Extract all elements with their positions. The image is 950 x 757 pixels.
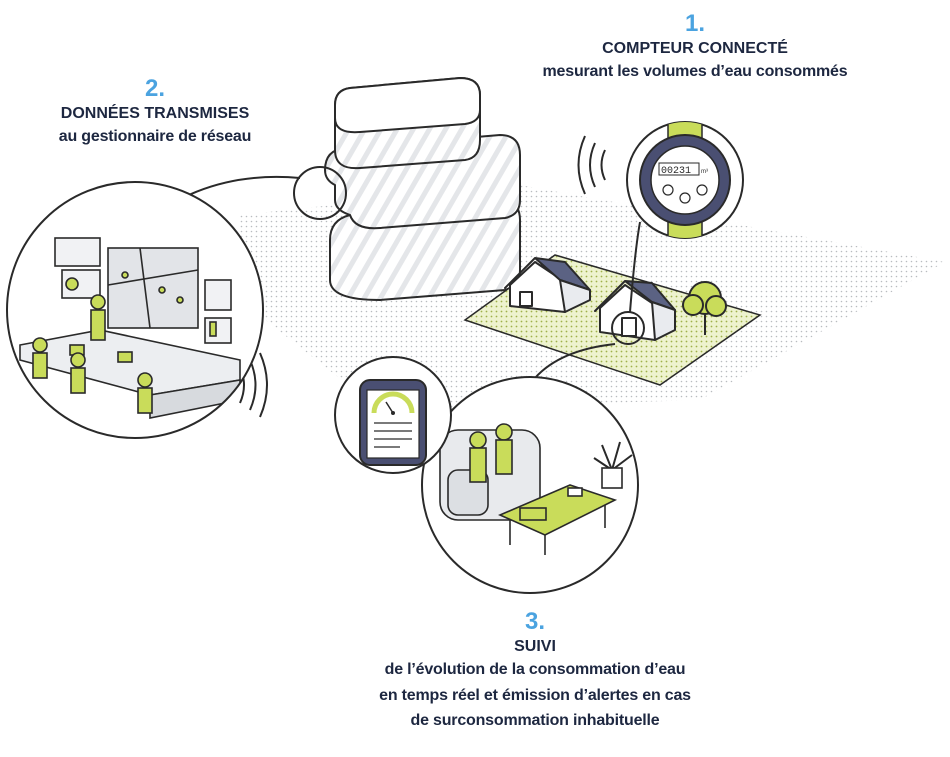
step-2-description: au gestionnaire de réseau — [58, 128, 252, 146]
living-room-illustration — [421, 376, 639, 594]
step-3-description-line-1: de l’évolution de la consommation d’eau — [384, 661, 686, 679]
smart-meter-callout: 00231 m³ — [626, 121, 744, 239]
step-3-description-line-2: en temps réel et émission d’alertes en c… — [379, 686, 691, 704]
step-3-description-line-3: de surconsommation inhabituelle — [410, 712, 660, 730]
step-3-number: 3. — [524, 608, 545, 635]
meter-unit: m³ — [701, 169, 708, 175]
step-1-description: mesurant les volumes d’eau consommés — [542, 63, 848, 81]
step-3-title: SUIVI — [514, 637, 556, 655]
step-1-title: COMPTEUR CONNECTÉ — [602, 39, 788, 57]
step-2-number: 2. — [144, 75, 165, 102]
step-2-caption: 2. DONNÉES TRANSMISES au gestionnaire de… — [30, 75, 280, 150]
step-2-title: DONNÉES TRANSMISES — [60, 104, 250, 122]
smartphone-callout — [334, 356, 452, 474]
step-1-caption: 1. COMPTEUR CONNECTÉ mesurant les volume… — [520, 10, 870, 85]
step-3-caption: 3. SUIVI de l’évolution de la consommati… — [330, 608, 740, 734]
step-1-number: 1. — [684, 10, 705, 37]
meter-digits: 00231 — [661, 166, 691, 177]
control-room-illustration — [6, 181, 264, 439]
building-illustration — [293, 77, 521, 301]
houses-illustration — [463, 254, 762, 386]
